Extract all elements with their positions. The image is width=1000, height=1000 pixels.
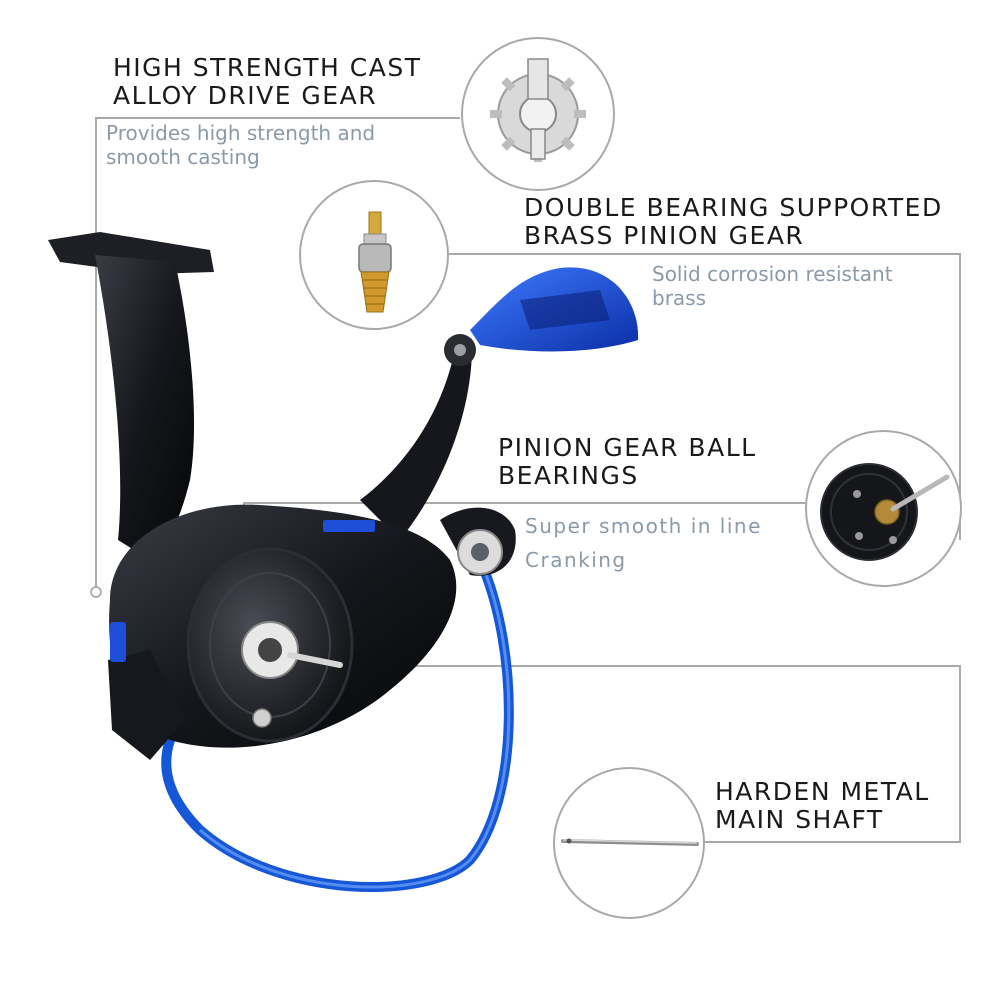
feature-description-drive-gear: Provides high strength and smooth castin… bbox=[106, 121, 376, 169]
reel-stem bbox=[95, 255, 195, 560]
feature-title-pinion-gear: DOUBLE BEARING SUPPORTED BRASS PINION GE… bbox=[524, 193, 943, 250]
drive-gear-icon bbox=[461, 37, 615, 191]
bail-arm-left bbox=[108, 650, 185, 760]
main-shaft-icon bbox=[553, 767, 705, 919]
leader-line-main-shaft bbox=[344, 665, 961, 843]
leader-line-pinion-gear bbox=[440, 253, 961, 540]
feature-title-main-shaft: HARDEN METAL MAIN SHAFT bbox=[715, 777, 930, 834]
feature-title-ball-bearings: PINION GEAR BALL BEARINGS bbox=[498, 433, 757, 490]
brass-pinion-gear-icon bbox=[299, 180, 449, 330]
feature-title-drive-gear: HIGH STRENGTH CAST ALLOY DRIVE GEAR bbox=[113, 53, 422, 110]
leader-line-drive-gear bbox=[95, 117, 460, 590]
leader-dot-drive-gear bbox=[90, 586, 102, 598]
blue-accent bbox=[323, 520, 375, 532]
main-shaft bbox=[287, 652, 343, 668]
ball-bearing-icon bbox=[805, 430, 962, 587]
feature-description-pinion-gear: Solid corrosion resistant brass bbox=[652, 262, 893, 310]
feature-description-ball-bearings: Super smooth in line Cranking bbox=[525, 514, 762, 572]
handle-arm bbox=[360, 350, 472, 540]
